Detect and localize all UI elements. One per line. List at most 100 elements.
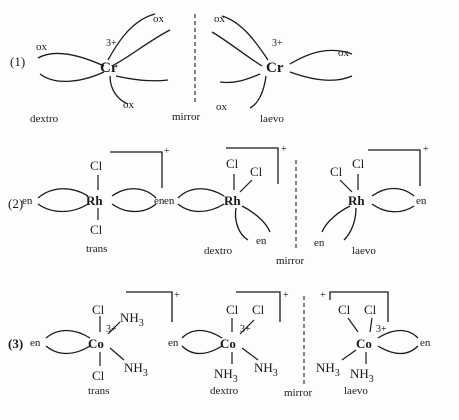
mirror-label: mirror bbox=[172, 111, 200, 123]
metal-symbol: Rh bbox=[348, 193, 365, 208]
complex-bracket bbox=[226, 147, 279, 184]
bond-line bbox=[241, 347, 259, 361]
metal-symbol: Rh bbox=[86, 193, 103, 208]
row2-group: (2) + Cl Cl en en Rh trans + bbox=[8, 144, 429, 267]
charge-label: + bbox=[281, 144, 287, 155]
en-loop-left bbox=[45, 329, 91, 339]
ox-ligand-label: ox bbox=[36, 41, 48, 53]
row2-laevo-complex: + Cl Cl en en Rh laevo bbox=[314, 144, 429, 257]
charge-label: 3+ bbox=[272, 38, 283, 49]
en-ligand-label: en bbox=[168, 337, 179, 349]
bond-line bbox=[109, 347, 125, 361]
metal-symbol: Co bbox=[88, 336, 104, 351]
isomer-label-laevo: laevo bbox=[260, 113, 284, 125]
ox-loop-right bbox=[289, 49, 353, 65]
nh3-ligand-label: NH3 bbox=[316, 360, 340, 379]
metal-symbol: Co bbox=[356, 336, 372, 351]
row1-laevo-complex: ox ox ox Cr 3+ laevo bbox=[211, 13, 353, 125]
bond-line bbox=[107, 321, 121, 335]
cl-ligand-label: Cl bbox=[250, 164, 263, 179]
nh3-ligand-label: NH3 bbox=[254, 360, 278, 379]
charge-label: + bbox=[283, 290, 289, 301]
en-ligand-label: en bbox=[416, 195, 427, 207]
isomer-label-trans: trans bbox=[88, 385, 109, 397]
metal-symbol: Co bbox=[220, 336, 236, 351]
row2-dextro-complex: + Cl Cl en en Rh dextro bbox=[164, 144, 287, 257]
ox-loop-top bbox=[107, 13, 156, 61]
bond-line bbox=[347, 317, 359, 333]
isomer-label-dextro: dextro bbox=[204, 245, 233, 257]
cl-ligand-label: Cl bbox=[226, 302, 239, 317]
ox-loop-bottom bbox=[115, 75, 169, 82]
en-loop-left bbox=[181, 345, 223, 355]
en-loop-right bbox=[111, 188, 157, 199]
en-loop-left bbox=[181, 329, 223, 339]
metal-symbol: Rh bbox=[224, 193, 241, 208]
en-ligand-label: en bbox=[256, 235, 267, 247]
charge-label: 3+ bbox=[106, 324, 117, 335]
en-loop-left bbox=[45, 345, 91, 355]
ox-loop-left bbox=[39, 71, 105, 83]
isomer-label-laevo: laevo bbox=[344, 385, 368, 397]
nh3-ligand-label: NH3 bbox=[214, 366, 238, 385]
complex-bracket bbox=[110, 151, 163, 188]
en-loop-left bbox=[177, 203, 225, 213]
cl-ligand-label: Cl bbox=[330, 164, 343, 179]
bond-line bbox=[341, 349, 357, 361]
mirror-label: mirror bbox=[284, 387, 312, 399]
en-loop-right bbox=[377, 345, 419, 355]
isomer-label-trans: trans bbox=[86, 243, 107, 255]
en-loop-bottom bbox=[321, 205, 351, 233]
en-ligand-label: en bbox=[314, 237, 325, 249]
charge-label: 3+ bbox=[240, 324, 251, 335]
ox-loop-bottom bbox=[219, 73, 261, 84]
isomer-label-laevo: laevo bbox=[352, 245, 376, 257]
row3-dextro-complex: + Cl Cl en NH3 NH3 Co 3+ dextro bbox=[168, 290, 289, 397]
en-loop-right bbox=[377, 329, 419, 339]
charge-label: 3+ bbox=[106, 38, 117, 49]
cl-ligand-label: Cl bbox=[92, 302, 105, 317]
row1-dextro-complex: ox ox ox Cr 3+ dextro bbox=[30, 13, 171, 125]
en-loop-right bbox=[111, 203, 157, 213]
en-ligand-label: en bbox=[420, 337, 431, 349]
ox-loop-right bbox=[289, 71, 353, 81]
bond-line bbox=[369, 317, 373, 333]
bond-line bbox=[239, 319, 255, 335]
row3-trans-complex: + Cl Cl en NH3 NH3 Co 3+ trans bbox=[30, 290, 180, 397]
charge-label: + bbox=[423, 144, 429, 155]
row3-laevo-complex: + Cl Cl en NH3 NH3 Co 3+ laevo bbox=[316, 290, 431, 397]
ox-ligand-label: ox bbox=[216, 101, 228, 113]
cl-ligand-label: Cl bbox=[352, 156, 365, 171]
bond-line bbox=[339, 179, 353, 193]
isomer-label-dextro: dextro bbox=[30, 113, 59, 125]
cl-ligand-label: Cl bbox=[90, 222, 103, 237]
metal-symbol: Cr bbox=[100, 60, 118, 76]
charge-label: + bbox=[164, 146, 170, 157]
row1-number: (1) bbox=[10, 54, 25, 69]
row2-trans-complex: + Cl Cl en en Rh trans bbox=[22, 146, 170, 255]
nh3-ligand-label: NH3 bbox=[124, 360, 148, 379]
charge-label: 3+ bbox=[376, 324, 387, 335]
complex-bracket bbox=[329, 291, 389, 322]
row2-number: (2) bbox=[8, 196, 23, 211]
en-loop-left bbox=[37, 188, 89, 199]
bond-line bbox=[239, 179, 253, 193]
en-ligand-label: en bbox=[154, 195, 165, 207]
cl-ligand-label: Cl bbox=[92, 368, 105, 383]
cl-ligand-label: Cl bbox=[338, 302, 351, 317]
en-ligand-label: en bbox=[22, 195, 33, 207]
ox-loop-top bbox=[111, 29, 171, 67]
ox-loop-bottom bbox=[109, 75, 129, 105]
charge-label: + bbox=[174, 290, 180, 301]
metal-symbol: Cr bbox=[266, 60, 284, 76]
en-loop-bottom bbox=[343, 207, 357, 241]
nh3-ligand-label: NH3 bbox=[350, 366, 374, 385]
ox-loop-bottom bbox=[249, 75, 267, 109]
cl-ligand-label: Cl bbox=[226, 156, 239, 171]
row3-number: (3) bbox=[8, 336, 23, 351]
row1-group: (1) ox ox ox Cr 3+ dextro mirror ox bbox=[10, 13, 353, 125]
nh3-ligand-label: NH3 bbox=[120, 310, 144, 329]
en-loop-right bbox=[371, 187, 415, 197]
